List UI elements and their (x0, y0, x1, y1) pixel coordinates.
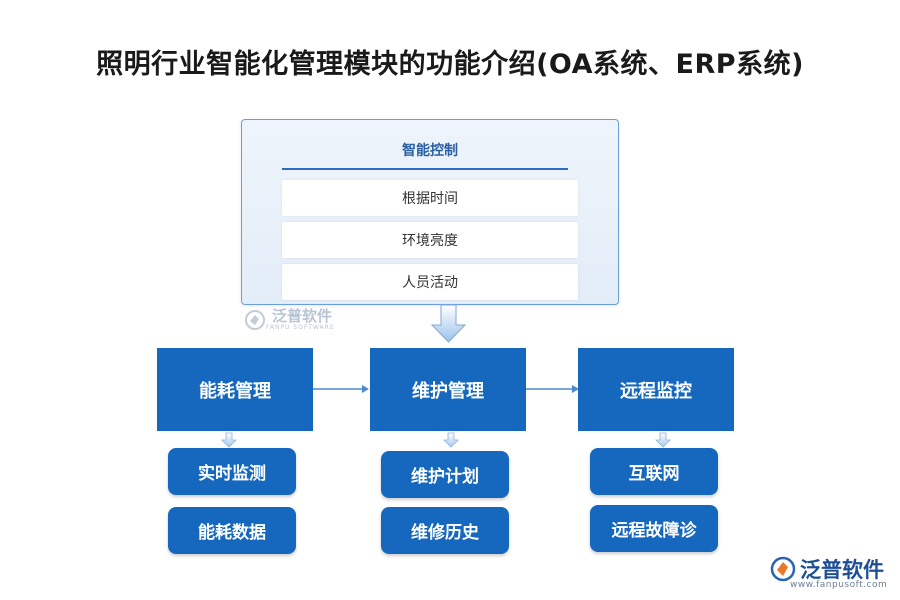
panel-item-brightness: 环境亮度 (282, 222, 578, 258)
panel-item-time: 根据时间 (282, 180, 578, 216)
panel-title-underline (282, 168, 568, 170)
brand-logo-icon (770, 556, 796, 582)
internet-box: 互联网 (590, 448, 718, 495)
small-down-arrow-2 (443, 432, 459, 448)
watermark-subtext: FANPU SOFTWARE (266, 324, 335, 331)
maintenance-plan-box: 维护计划 (381, 451, 509, 498)
small-down-arrow-3 (655, 432, 671, 448)
small-down-arrow-1 (221, 432, 237, 448)
watermark-logo-icon (245, 310, 265, 330)
energy-data-box: 能耗数据 (168, 507, 296, 554)
panel-down-arrow (430, 304, 467, 343)
realtime-monitoring-box: 实时监测 (168, 448, 296, 495)
watermark: 泛普软件 FANPU SOFTWARE (244, 309, 335, 331)
diagram-title: 照明行业智能化管理模块的功能介绍(OA系统、ERP系统) (96, 49, 804, 80)
maintenance-management-box: 维护管理 (370, 348, 526, 431)
remote-monitoring-box: 远程监控 (578, 348, 734, 431)
brand-logo: 泛普软件 (770, 554, 884, 584)
brand-name: 泛普软件 (800, 558, 884, 582)
panel-item-activity: 人员活动 (282, 264, 578, 300)
watermark-text: 泛普软件 (272, 307, 333, 325)
smart-control-panel: 智能控制 根据时间 环境亮度 人员活动 (241, 119, 619, 305)
remote-diagnosis-box: 远程故障诊 (590, 505, 718, 552)
brand-url: www.fanpusoft.com (790, 580, 888, 590)
energy-management-box: 能耗管理 (157, 348, 313, 431)
repair-history-box: 维修历史 (381, 507, 509, 554)
panel-title: 智能控制 (402, 143, 458, 159)
